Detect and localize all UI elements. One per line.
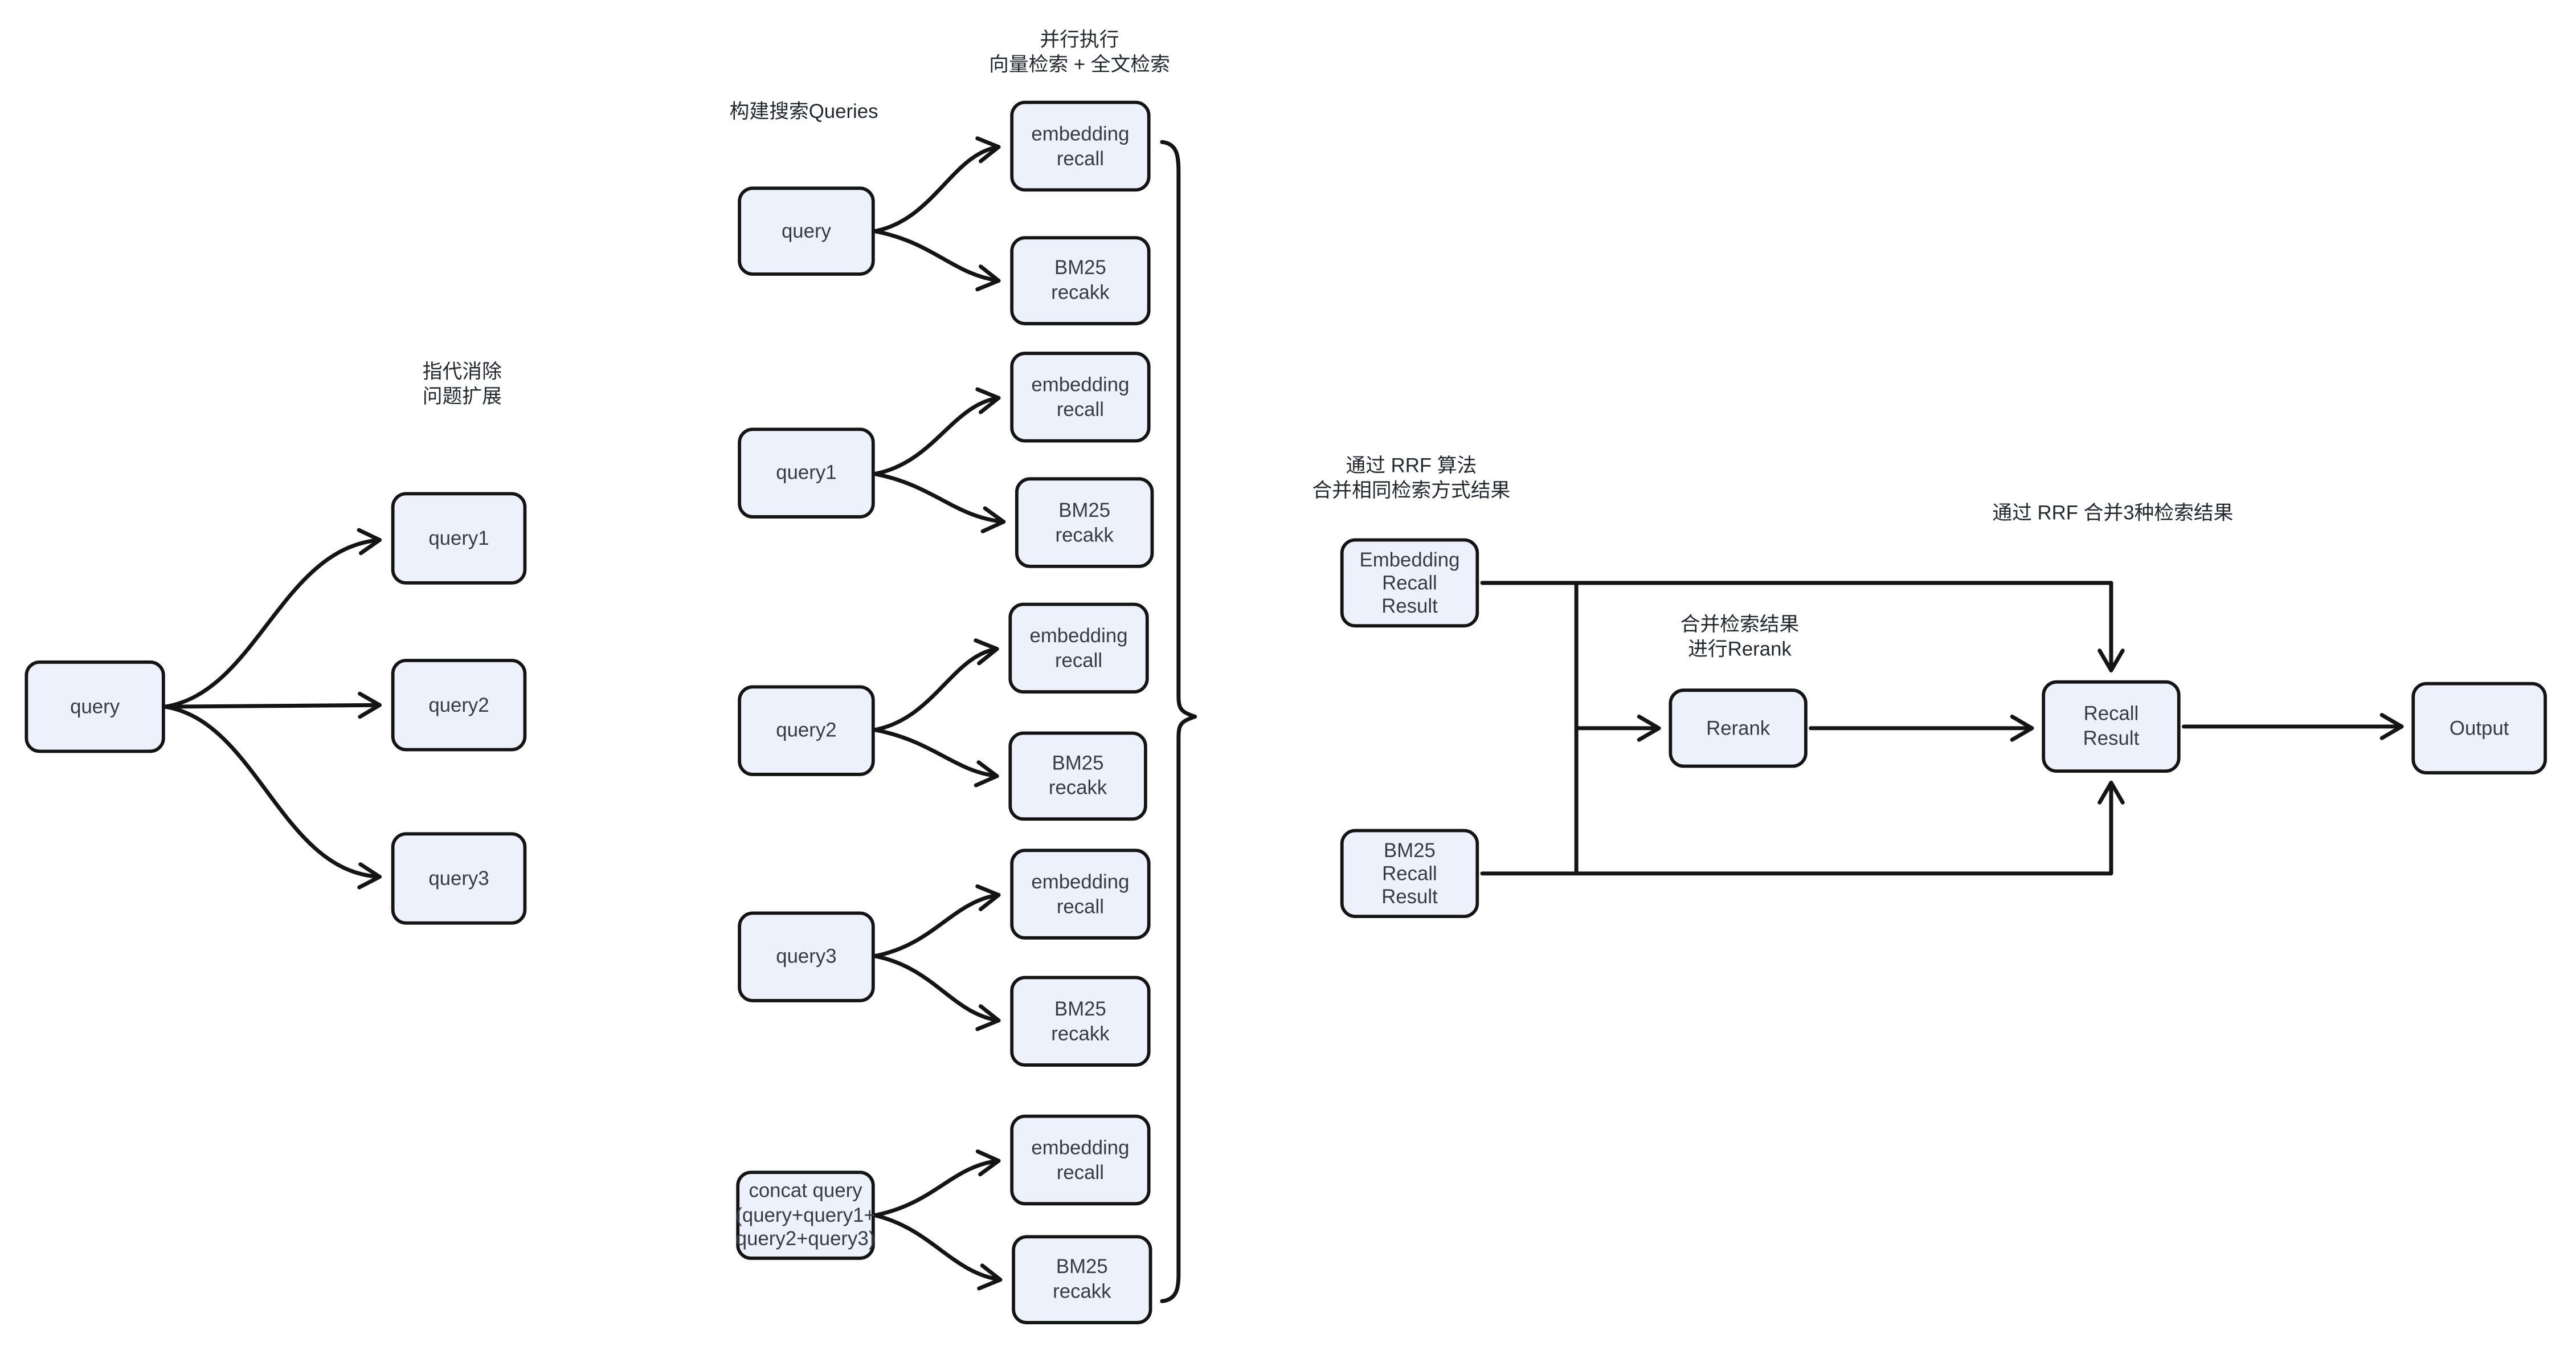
node-search-query3: query3 [738,911,875,1002]
arrow-query-to-query3 [163,704,382,890]
node-label: BM25 recakk [1048,752,1107,800]
node-bm25-recall-4: BM25 recakk [1010,976,1151,1067]
node-label: query [781,219,831,243]
node-query-source: query [24,660,165,753]
node-bm25-recall-5: BM25 recakk [1012,1235,1152,1324]
node-label: BM25 Recall Result [1381,838,1438,908]
node-label: BM25 recakk [1051,256,1110,304]
arrow-embedding-result-to-recall-result-top [1480,581,2125,672]
node-label: Recall Result [2083,702,2140,750]
arrow-searchquery3-to-embedding-4 [873,884,1001,959]
node-query3-expanded: query3 [391,832,527,925]
node-recall-result: Recall Result [2042,680,2181,773]
arrow-searchquery-to-bm25-1 [873,229,1001,292]
arrow-concat-to-bm25-5 [873,1213,1003,1291]
node-bm25-recall-3: BM25 recakk [1008,731,1147,821]
annotation-parallel-exec: 并行执行 向量检索 + 全文检索 [989,28,1170,76]
arrow-searchquery2-to-bm25-3 [873,728,999,788]
node-embedding-recall-result: Embedding Recall Result [1340,538,1479,628]
node-label: query [70,694,120,718]
node-label: query2 [776,718,837,742]
annotation-coref-expansion: 指代消除 问题扩展 [422,360,502,408]
brace-parallel-group [1160,140,1197,1303]
node-label: query1 [428,526,489,549]
node-label: query3 [776,944,837,968]
node-bm25-recall-1: BM25 recakk [1010,236,1151,325]
node-embedding-recall-4: embedding recall [1010,849,1151,940]
node-query2-expanded: query2 [391,659,527,752]
arrow-query-to-query2 [163,691,382,719]
annotation-build-queries: 构建搜索Queries [729,100,878,123]
node-rerank: Rerank [1669,688,1808,768]
annotation-rerank-note: 合并检索结果 进行Rerank [1680,612,1800,661]
node-embedding-recall-2: embedding recall [1010,352,1151,443]
node-bm25-recall-result: BM25 Recall Result [1340,829,1479,919]
node-label: query1 [776,460,837,484]
annotation-rrf-merge-three: 通过 RRF 合并3种检索结果 [1992,501,2234,524]
arrow-bm25-result-to-recall-result-bottom [1480,780,2125,876]
node-embedding-recall-5: embedding recall [1010,1114,1151,1206]
node-label: BM25 recakk [1055,498,1114,546]
node-label: Embedding Recall Result [1359,548,1460,618]
node-search-query2: query2 [738,685,875,776]
annotation-rrf-merge-same: 通过 RRF 算法 合并相同检索方式结果 [1312,454,1511,502]
arrow-concat-to-embedding-5 [873,1149,1001,1218]
node-label: Rerank [1706,716,1771,740]
node-search-query: query [738,186,875,276]
arrow-searchquery2-to-embedding-3 [873,638,999,732]
node-label: concat query (query+query1+ query2+query… [735,1179,876,1251]
node-label: BM25 recakk [1051,997,1110,1045]
node-embedding-recall-3: embedding recall [1008,602,1149,694]
node-query1-expanded: query1 [391,492,527,585]
arrow-searchquery3-to-bm25-4 [873,954,1001,1031]
node-search-query1: query1 [738,427,875,519]
node-label: query2 [428,693,489,716]
node-label: query3 [428,866,489,890]
arrow-searchquery1-to-bm25-2 [873,472,1006,533]
node-label: embedding recall [1029,623,1128,671]
node-output: Output [2411,682,2547,774]
node-label: embedding recall [1031,122,1130,169]
node-concat-query: concat query (query+query1+ query2+query… [735,1171,876,1260]
node-label: embedding recall [1031,870,1130,917]
arrow-searchquery-to-embedding-1 [873,136,1001,234]
node-label: Output [2449,716,2509,740]
node-label: BM25 recakk [1053,1255,1111,1303]
arrow-searchquery1-to-embedding-2 [873,387,1001,476]
node-label: embedding recall [1031,373,1130,421]
node-bm25-recall-2: BM25 recakk [1015,477,1154,568]
arrow-query-to-query1 [163,528,382,709]
node-label: embedding recall [1031,1136,1130,1184]
node-embedding-recall-1: embedding recall [1010,100,1151,192]
